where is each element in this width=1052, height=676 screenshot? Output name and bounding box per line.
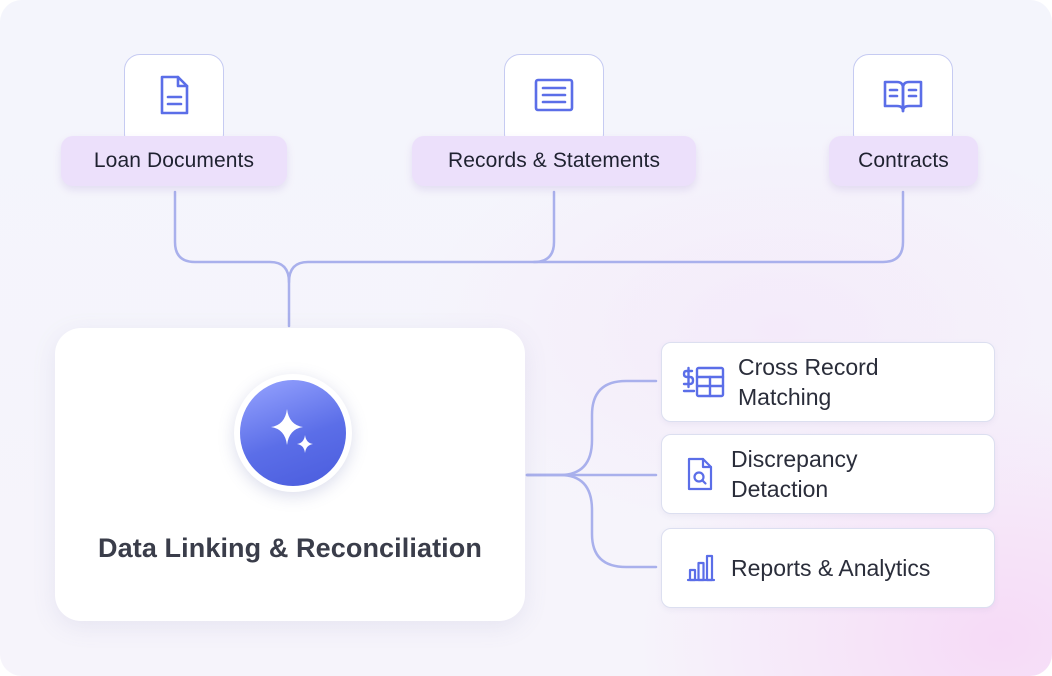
list-icon (534, 78, 574, 112)
output-label-discrepancy-detection: Discrepancy Detaction (731, 444, 858, 504)
contracts-icon-box (853, 54, 953, 150)
source-label-records-statements: Records & Statements (447, 149, 661, 172)
connector-loan-documents (173, 190, 291, 328)
file-search-icon (687, 457, 713, 491)
output-card-cross-record-matching: Cross Record Matching (661, 342, 995, 422)
records-statements-icon-box (504, 54, 604, 150)
output-label-cross-record-matching: Cross Record Matching (738, 352, 879, 412)
source-pill-loan-documents: Loan Documents (61, 136, 287, 186)
source-pill-contracts: Contracts (829, 136, 978, 186)
hub-card: Data Linking & Reconciliation (55, 328, 525, 621)
output-label-reports-analytics: Reports & Analytics (731, 553, 930, 583)
source-label-loan-documents: Loan Documents (93, 149, 255, 172)
connector-contracts (532, 190, 905, 264)
loan-documents-icon-box (124, 54, 224, 150)
output-label-line1: Reports & Analytics (731, 555, 931, 581)
connector-cross-record (525, 379, 658, 477)
connector-reports (525, 473, 658, 569)
output-label-line2: Detaction (731, 476, 829, 502)
hub-orb (240, 380, 346, 486)
hub-orb-ring (234, 374, 352, 492)
output-card-discrepancy-detection: Discrepancy Detaction (661, 434, 995, 514)
output-card-reports-analytics: Reports & Analytics (661, 528, 995, 608)
output-label-line1: Cross Record (738, 354, 879, 380)
output-label-line1: Discrepancy (731, 446, 858, 472)
source-label-contracts: Contracts (858, 149, 949, 172)
bar-chart-icon (686, 554, 716, 582)
open-book-icon (883, 80, 923, 113)
dollar-table-icon (682, 366, 725, 398)
output-label-line2: Matching (738, 384, 832, 410)
hub-title: Data Linking & Reconciliation (98, 533, 482, 563)
document-icon (160, 75, 189, 115)
sparkle-icon (271, 409, 313, 453)
connector-records-statements (287, 190, 556, 284)
source-pill-records-statements: Records & Statements (412, 136, 696, 186)
